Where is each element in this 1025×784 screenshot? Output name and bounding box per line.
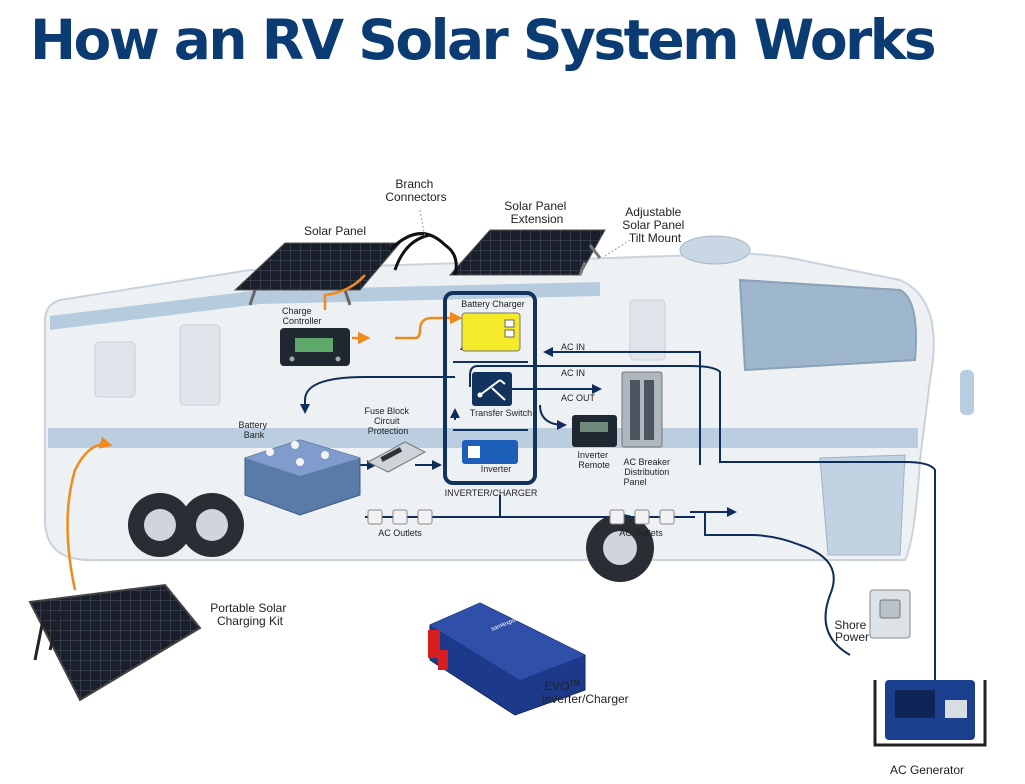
outlet-icon [659,509,675,525]
label-ac-in-2: AC IN [561,368,585,378]
label-solar-panel-extension: Solar Panel Extension [504,199,569,226]
battery-icon [244,439,361,516]
charge-controller-icon [280,328,350,366]
outlet-icon [367,509,383,525]
inverter-icon [462,440,518,464]
label-inverter-charger: INVERTER/CHARGER [445,488,538,498]
breaker-panel-icon [621,371,663,448]
label-fuse-block: Fuse Block Circuit Protection [364,406,411,436]
inverter-charger-box [443,291,537,485]
fuse-block-icon [366,441,427,473]
label-shore-power: Shore Power [834,618,869,644]
label-transfer-switch: Transfer Switch [470,408,532,418]
outlet-icon [634,509,650,525]
generator-icon [873,680,987,747]
solar-panel-icon [448,229,606,276]
label-evo-sub: Inverter/Charger [541,692,628,706]
label-battery-bank: Battery Bank [238,420,269,440]
rv-wheel [586,514,654,582]
page-title: How an RV Solar System Works [30,8,937,72]
outlet-icon [609,509,625,525]
portable-solar-kit-icon [28,583,202,702]
rv-wheel [128,493,192,557]
inverter-remote-icon [572,415,617,447]
label-ac-in-1: AC IN [561,342,585,352]
label-evo: EVOTM [544,679,580,693]
label-ac-generator: AC Generator [890,763,964,777]
shore-power-box-icon [869,589,911,639]
evo-inverter-charger-icon [428,602,586,716]
rv-wheel [180,493,244,557]
label-battery-charger: Battery Charger [461,299,525,309]
label-ac-outlets-left: AC Outlets [378,528,422,538]
label-portable-kit: Portable Solar Charging Kit [210,601,289,628]
label-inverter: Inverter [481,464,512,474]
label-ac-outlets-right: AC Outlets [619,528,663,538]
outlet-icon [392,509,408,525]
ac-wiring [300,340,936,700]
outlet-icon [417,509,433,525]
transfer-switch-icon [472,372,512,406]
dc-wiring [66,274,463,591]
label-solar-panel: Solar Panel [304,224,366,238]
label-ac-out: AC OUT [561,393,596,403]
label-charge-controller: Charge Controller [282,306,322,326]
label-branch-connectors: Branch Connectors [385,177,446,204]
label-breaker-panel: AC Breaker Distribution Panel [623,457,672,487]
label-inverter-remote: Inverter Remote [577,450,610,470]
label-tilt-mount: Adjustable Solar Panel Tilt Mount [622,205,687,245]
battery-charger-icon [461,312,521,352]
